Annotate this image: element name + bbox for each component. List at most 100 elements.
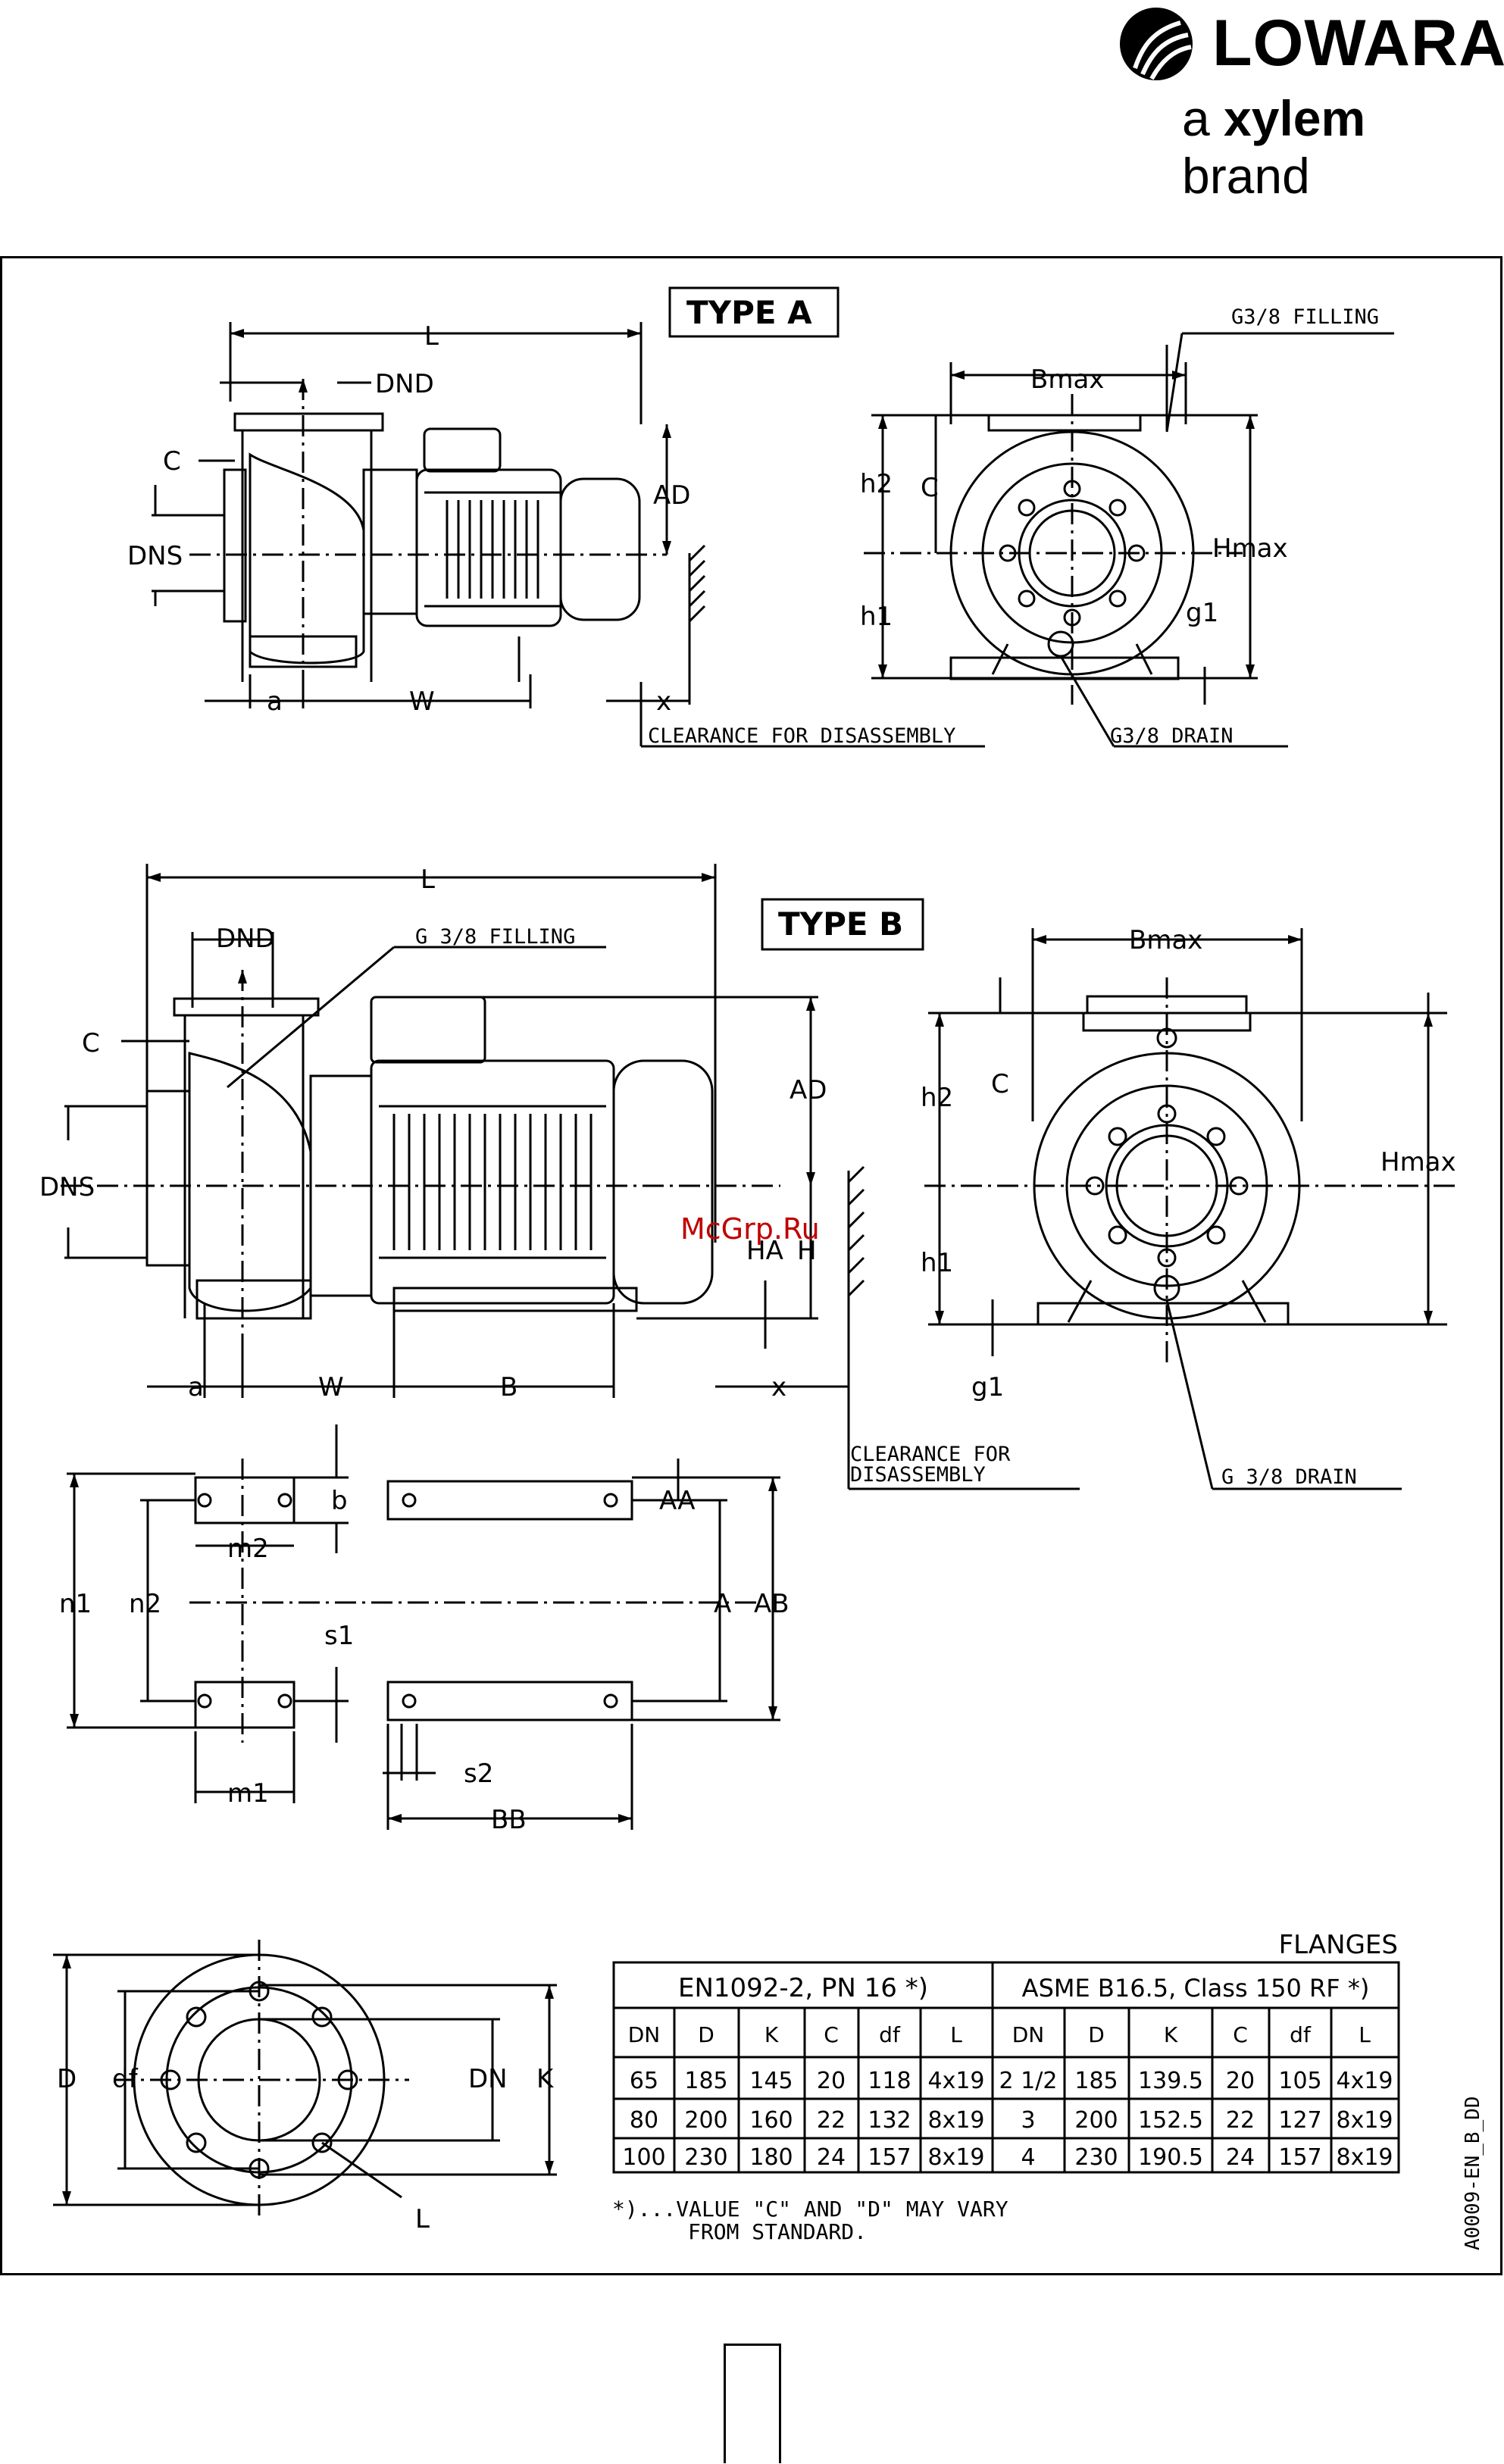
type-a-DND-label: DND bbox=[375, 369, 434, 399]
type-b-DND-label: DND bbox=[216, 924, 275, 954]
table-cell: 22 bbox=[817, 2107, 846, 2134]
type-b-title: TYPE B bbox=[778, 905, 903, 943]
table-cell: 4 bbox=[1021, 2144, 1035, 2171]
table-cell: 185 bbox=[684, 2068, 727, 2094]
type-a-L-label: L bbox=[424, 321, 439, 352]
base-m2-label: m2 bbox=[227, 1534, 269, 1564]
table-cell: 185 bbox=[1074, 2068, 1118, 2094]
flanges-group-asme: ASME B16.5, Class 150 RF *) bbox=[1022, 1974, 1370, 2003]
flange-DN-label: DN bbox=[468, 2064, 508, 2094]
brand-logo: LOWARA a xylem brand bbox=[1106, 0, 1504, 204]
table-cell: 157 bbox=[868, 2144, 911, 2171]
type-a-title: TYPE A bbox=[686, 294, 812, 331]
flanges-header-cell: K bbox=[1164, 2022, 1178, 2047]
type-a-g1-label: g1 bbox=[1186, 598, 1218, 628]
type-a-h1-label: h1 bbox=[860, 602, 893, 632]
type-a-drain-label: G3/8 DRAIN bbox=[1110, 724, 1234, 748]
flange-view bbox=[53, 1940, 557, 2220]
type-b-filling-label: G 3/8 FILLING bbox=[415, 925, 575, 949]
table-cell: 132 bbox=[868, 2107, 911, 2134]
type-a-C-label: C bbox=[163, 446, 181, 477]
lowara-swirl-icon bbox=[1120, 8, 1193, 80]
table-cell: 190.5 bbox=[1138, 2144, 1203, 2171]
table-cell: 65 bbox=[630, 2068, 658, 2094]
type-b-side-view bbox=[61, 864, 1080, 1490]
type-b-g1-label: g1 bbox=[971, 1372, 1004, 1402]
logo-tagline: a xylem brand bbox=[1182, 90, 1366, 204]
table-cell: 127 bbox=[1278, 2107, 1321, 2134]
table-cell: 24 bbox=[1226, 2144, 1255, 2171]
type-b-clearance-label-2: DISASSEMBLY bbox=[850, 1463, 986, 1487]
flanges-header-cell: DN bbox=[1012, 2022, 1045, 2047]
table-row: 65 185 145 20 118 4x19 2 1/2 185 139.5 2… bbox=[630, 2068, 1393, 2094]
table-cell: 145 bbox=[749, 2068, 793, 2094]
base-s1-label: s1 bbox=[324, 1621, 354, 1651]
flanges-header-cell: df bbox=[879, 2022, 901, 2047]
table-cell: 22 bbox=[1226, 2107, 1255, 2134]
table-cell: 4x19 bbox=[1336, 2068, 1393, 2094]
table-cell: 20 bbox=[817, 2068, 846, 2094]
flanges-group-en: EN1092-2, PN 16 *) bbox=[678, 1973, 928, 2003]
table-cell: 100 bbox=[622, 2144, 665, 2171]
type-b-B-label: B bbox=[500, 1372, 517, 1402]
type-b-DNS-label: DNS bbox=[39, 1172, 95, 1202]
table-cell: 4x19 bbox=[927, 2068, 984, 2094]
base-AB-label: AB bbox=[754, 1589, 790, 1619]
table-cell: 200 bbox=[1074, 2107, 1118, 2134]
type-a-a-label: a bbox=[267, 686, 283, 717]
base-n2-label: n2 bbox=[129, 1589, 161, 1619]
base-AA-label: AA bbox=[659, 1486, 695, 1516]
flanges-note-1: *)...VALUE "C" AND "D" MAY VARY bbox=[612, 2197, 1008, 2222]
type-b-drain-label: G 3/8 DRAIN bbox=[1221, 1465, 1357, 1489]
type-b-title-box bbox=[761, 898, 924, 951]
type-b-W-label: W bbox=[318, 1372, 344, 1402]
table-row: 80 200 160 22 132 8x19 3 200 152.5 22 12… bbox=[630, 2107, 1393, 2134]
table-cell: 105 bbox=[1278, 2068, 1321, 2094]
type-b-front-view bbox=[924, 928, 1455, 1490]
type-b-Hmax-label: Hmax bbox=[1380, 1147, 1456, 1177]
type-b-Bmax-label: Bmax bbox=[1129, 925, 1202, 955]
flanges-note-2: FROM STANDARD. bbox=[688, 2219, 867, 2244]
table-cell: 230 bbox=[1074, 2144, 1118, 2171]
flanges-title: FLANGES bbox=[1279, 1930, 1398, 1960]
table-cell: 180 bbox=[749, 2144, 793, 2171]
type-b-C-label: C bbox=[82, 1028, 100, 1058]
flanges-table: FLANGES EN1092-2, PN 16 *) ASME B16.5, C… bbox=[612, 1930, 1398, 2244]
table-cell: 8x19 bbox=[1336, 2144, 1393, 2171]
type-b-AD-label: AD bbox=[790, 1075, 827, 1105]
table-row: 100 230 180 24 157 8x19 4 230 190.5 24 1… bbox=[622, 2144, 1393, 2171]
flange-df-label: df bbox=[112, 2064, 139, 2094]
flanges-header-cell: D bbox=[1088, 2022, 1105, 2047]
flanges-header-cell: C bbox=[1233, 2022, 1248, 2047]
flanges-header-cell: df bbox=[1290, 2022, 1312, 2047]
table-cell: 152.5 bbox=[1138, 2107, 1203, 2134]
type-a-AD-label: AD bbox=[653, 480, 690, 511]
flanges-header-cell: D bbox=[698, 2022, 714, 2047]
table-cell: 200 bbox=[684, 2107, 727, 2134]
flanges-table-grid bbox=[612, 1961, 1400, 2174]
table-cell: 118 bbox=[868, 2068, 911, 2094]
type-a-h2-label: h2 bbox=[860, 469, 893, 499]
type-a-front-view bbox=[864, 332, 1394, 748]
table-cell: 24 bbox=[817, 2144, 846, 2171]
flanges-header-cell: L bbox=[950, 2022, 962, 2047]
base-n1-label: n1 bbox=[59, 1589, 92, 1619]
type-b-clearance-label-1: CLEARANCE FOR bbox=[850, 1443, 1011, 1466]
table-cell: 3 bbox=[1021, 2107, 1035, 2134]
type-b-a-label: a bbox=[188, 1372, 204, 1402]
type-b-h1-label: h1 bbox=[921, 1248, 953, 1278]
base-A-label: A bbox=[714, 1589, 731, 1619]
table-cell: 157 bbox=[1278, 2144, 1321, 2171]
type-b-L-label: L bbox=[421, 865, 435, 895]
table-cell: 8x19 bbox=[1336, 2107, 1393, 2134]
type-b-x-label: x bbox=[771, 1372, 786, 1402]
type-a-Bmax-label: Bmax bbox=[1030, 364, 1104, 395]
document-code: A0009-EN_B_DD bbox=[1462, 2097, 1484, 2251]
base-b-label: b bbox=[331, 1486, 348, 1516]
flange-K-label: K bbox=[536, 2064, 555, 2094]
flanges-header-cell: C bbox=[824, 2022, 839, 2047]
flanges-header-cell: DN bbox=[628, 2022, 661, 2047]
table-cell: 8x19 bbox=[927, 2107, 984, 2134]
drawing-frame bbox=[0, 256, 1502, 2275]
type-b-h2-label: h2 bbox=[921, 1083, 953, 1113]
